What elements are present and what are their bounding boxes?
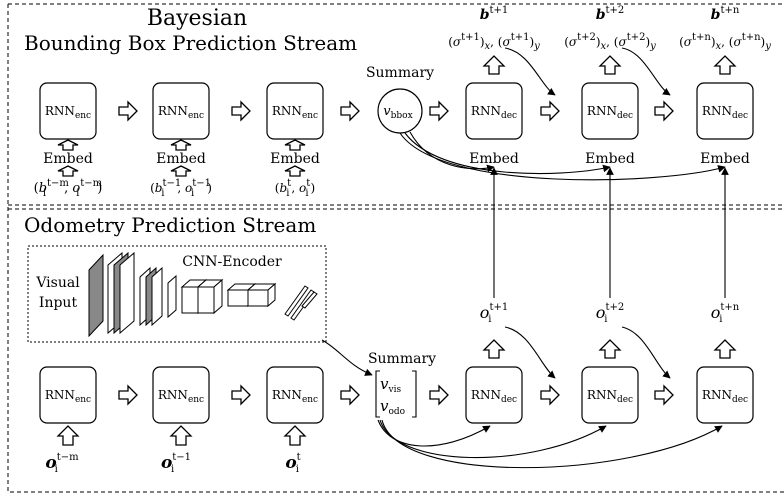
svg-text:bt+n: bt+n — [711, 5, 740, 23]
bbox-feedback-curves — [504, 47, 671, 96]
svg-text:RNNdec: RNNdec — [702, 104, 748, 121]
embed-label-enc-3: Embed — [270, 151, 320, 167]
bbox-rnn-enc-1: RNNenc — [39, 82, 97, 140]
odo-rnn-dec-2: RNNdec — [581, 366, 639, 424]
odo-rnn-dec-1: RNNdec — [465, 366, 523, 424]
outer-frame — [7, 3, 784, 493]
cnn-encoder-box — [27, 245, 327, 343]
svg-text:RNNenc: RNNenc — [272, 104, 318, 121]
odo-horizontal-arrows — [118, 384, 674, 406]
odo-rnn-enc-3: RNNenc — [266, 366, 324, 424]
svg-text:(σt+1)x, (σt+1)y: (σt+1)x, (σt+1)y — [448, 32, 540, 52]
svg-text:bt+2: bt+2 — [596, 5, 625, 23]
bbox-rnn-dec-2: RNNdec — [581, 82, 639, 140]
bbox-rnn-dec-3: RNNdec — [696, 82, 754, 140]
bbox-rnn-dec-1: RNNdec — [465, 82, 523, 140]
svg-text:RNNenc: RNNenc — [272, 388, 318, 405]
odo-dec-up-arrows — [482, 339, 737, 359]
odo-rnn-enc-1: RNNenc — [39, 366, 97, 424]
title-odometry-stream: Odometry Prediction Stream — [24, 213, 316, 237]
embed-label-dec-2: Embed — [585, 151, 635, 167]
bbox-summary-label: Summary — [366, 65, 434, 81]
odo-summary-node: vvis vodo — [375, 370, 417, 418]
odo-rnn-enc-2: RNNenc — [152, 366, 210, 424]
bbox-dec-up-arrows — [482, 55, 737, 75]
bbox-output-2: bt+2 (σt+2)x, (σt+2)y — [564, 5, 656, 52]
bbox-rnn-enc-2: RNNenc — [152, 82, 210, 140]
svg-text:RNNdec: RNNdec — [471, 104, 517, 121]
title-bbox-stream: Bounding Box Prediction Stream — [24, 31, 357, 55]
cnn-to-summary-arrow — [321, 339, 373, 376]
svg-text:bt+1: bt+1 — [480, 5, 509, 23]
cnn-layers-graphic — [88, 251, 318, 338]
odo-enc-up-arrows — [56, 425, 307, 446]
bbox-summary-node: vbbox — [377, 88, 423, 134]
cnn-encoder-label: CNN-Encoder — [182, 254, 282, 270]
svg-text:RNNdec: RNNdec — [587, 388, 633, 405]
bbox-horizontal-arrows — [118, 100, 674, 122]
svg-text:vvis: vvis — [380, 375, 401, 395]
title-bayesian: Bayesian — [147, 6, 247, 31]
svg-text:RNNdec: RNNdec — [471, 388, 517, 405]
odo-feedback-curves — [504, 326, 671, 379]
svg-text:(σt+n)x, (σt+n)y: (σt+n)x, (σt+n)y — [679, 32, 771, 52]
bbox-summary-curves — [399, 131, 726, 181]
odo-summary-label: Summary — [368, 351, 436, 367]
bbox-rnn-enc-3: RNNenc — [266, 82, 324, 140]
svg-text:RNNenc: RNNenc — [158, 104, 204, 121]
bbox-output-3: bt+n (σt+n)x, (σt+n)y — [679, 5, 771, 52]
svg-text:vbbox: vbbox — [383, 104, 412, 121]
visual-input-label-2: Input — [39, 295, 78, 311]
odo-rnn-dec-3: RNNdec — [696, 366, 754, 424]
svg-text:vodo: vodo — [380, 397, 405, 417]
visual-input-label-1: Visual — [35, 275, 80, 291]
embed-label-enc-2: Embed — [156, 151, 206, 167]
svg-text:(σt+2)x, (σt+2)y: (σt+2)x, (σt+2)y — [564, 32, 656, 52]
bbox-output-1: bt+1 (σt+1)x, (σt+1)y — [448, 5, 540, 52]
bbox-enc-up-arrows — [57, 139, 306, 177]
odo-to-embed-lines — [490, 167, 729, 298]
odo-summary-curves — [377, 419, 723, 469]
embed-label-dec-3: Embed — [700, 151, 750, 167]
svg-text:RNNenc: RNNenc — [158, 388, 204, 405]
embed-label-enc-1: Embed — [43, 151, 93, 167]
svg-text:RNNenc: RNNenc — [45, 104, 91, 121]
embed-label-dec-1: Embed — [469, 151, 519, 167]
svg-text:RNNdec: RNNdec — [587, 104, 633, 121]
svg-text:RNNdec: RNNdec — [702, 388, 748, 405]
svg-text:RNNenc: RNNenc — [45, 388, 91, 405]
